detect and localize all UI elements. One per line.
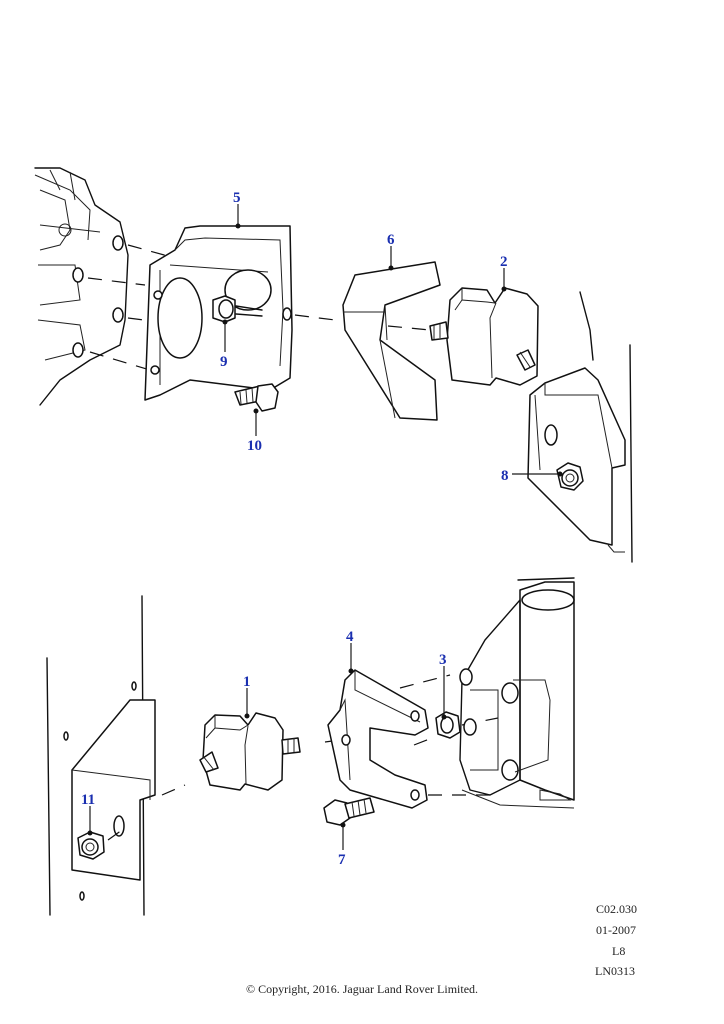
reference-level: L8 <box>612 944 626 958</box>
reference-illustration-id: LN0313 <box>595 964 635 978</box>
reference-date: 01-2007 <box>596 923 636 937</box>
nut-part-11 <box>77 831 105 860</box>
callout-5: 5 <box>233 190 241 206</box>
callout-8: 8 <box>501 468 509 484</box>
callout-4: 4 <box>346 629 354 645</box>
chassis-bracket-upper <box>527 291 633 563</box>
bolt-part-3 <box>435 711 461 739</box>
rubber-mount-part-1 <box>199 712 301 791</box>
transfer-box-housing <box>459 577 575 809</box>
callout-9: 9 <box>220 354 228 370</box>
callout-2: 2 <box>500 254 508 270</box>
callout-3: 3 <box>439 652 447 668</box>
bolt-part-9 <box>212 295 263 323</box>
callout-10: 10 <box>247 438 262 454</box>
nut-part-8 <box>556 462 584 491</box>
reference-code: C02.030 <box>596 902 638 916</box>
mounting-bracket-part-4 <box>327 669 429 809</box>
bolt-part-10 <box>234 383 279 412</box>
callout-11: 11 <box>81 792 95 808</box>
callout-1: 1 <box>243 674 251 690</box>
copyright-notice: © Copyright, 2016. Jaguar Land Rover Lim… <box>245 982 479 996</box>
bolt-part-7 <box>323 797 375 826</box>
chassis-frame-lower <box>46 595 156 916</box>
transmission-casing-upper <box>34 167 129 406</box>
leader-lines <box>87 204 563 850</box>
callout-7: 7 <box>338 852 346 868</box>
callout-6: 6 <box>387 232 395 248</box>
heat-shield-part-6 <box>342 261 441 421</box>
rubber-mount-part-2 <box>429 287 539 386</box>
